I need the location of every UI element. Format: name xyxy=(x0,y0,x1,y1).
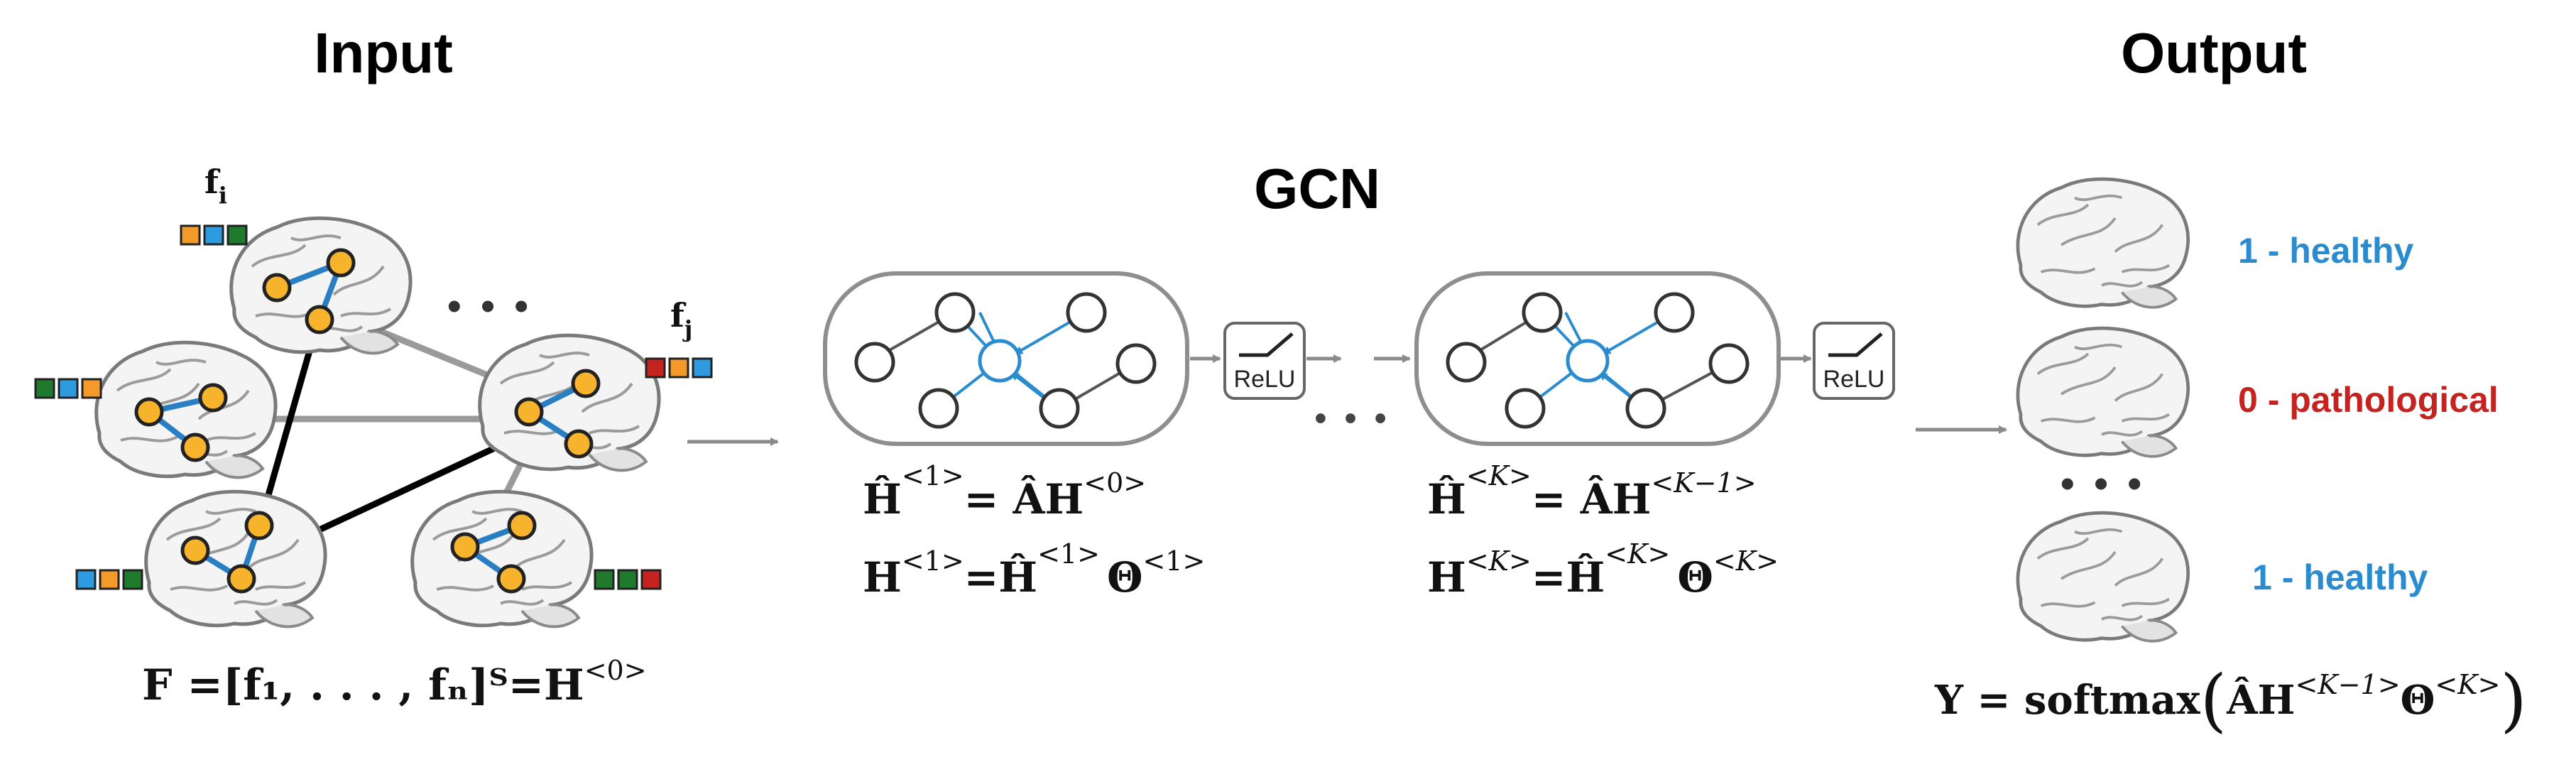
input-title: Input xyxy=(314,21,452,85)
output-brain xyxy=(2018,328,2188,457)
subject-brain xyxy=(231,218,410,353)
subject-brain xyxy=(146,491,325,626)
relu-label: ReLU xyxy=(1234,366,1296,393)
layer1-eq2: H<1>=Ĥ<1>Θ<1> xyxy=(863,538,1205,602)
output-brain xyxy=(2018,513,2188,641)
feature-vector-bottom-left xyxy=(75,569,143,590)
relu-box-k: ReLU xyxy=(1813,322,1895,400)
feature-vector-fj xyxy=(645,357,713,379)
subject-brain xyxy=(413,491,591,626)
output-brain xyxy=(2018,179,2188,308)
input-formula: F =[f₁, . . . , fₙ]ᵀ=H<0> xyxy=(142,655,647,710)
center-node xyxy=(1566,339,1610,383)
output-label-3: 1 - healthy xyxy=(2252,557,2428,597)
output-label-1: 1 - healthy xyxy=(2238,231,2413,271)
relu-box-1: ReLU xyxy=(1223,322,1306,400)
feature-vector-fi xyxy=(180,224,248,246)
output-title: Output xyxy=(2121,21,2307,85)
center-node xyxy=(978,339,1022,383)
fi-label: fi xyxy=(204,163,227,209)
graph-edge xyxy=(297,437,513,543)
output-label-2: 0 - pathological xyxy=(2238,380,2499,420)
layerk-eq2: H<K>=Ĥ<K>Θ<K> xyxy=(1427,538,1779,602)
graph-ellipsis: • • • xyxy=(447,283,533,328)
gcn-layer-1 xyxy=(823,271,1189,446)
subject-brain xyxy=(97,342,275,477)
feature-vector-bottom-right xyxy=(594,569,662,590)
gcn-ellipsis: • • • xyxy=(1314,400,1390,437)
subject-brain xyxy=(480,335,659,470)
feature-vector-left xyxy=(34,378,102,399)
fj-label: fj xyxy=(670,296,692,342)
output-ellipsis: • • • xyxy=(2061,461,2146,506)
population-graph xyxy=(97,218,659,626)
output-formula: Y = softmax(ÂH<K−1>Θ<K>) xyxy=(1934,660,2527,740)
gcn-layer-k xyxy=(1414,271,1781,446)
layerk-eq1: Ĥ<K>= ÂH<K−1> xyxy=(1427,460,1757,523)
relu-label: ReLU xyxy=(1823,366,1885,393)
layer1-eq1: Ĥ<1>= ÂH<0> xyxy=(863,460,1146,523)
gcn-title: GCN xyxy=(1254,157,1380,220)
